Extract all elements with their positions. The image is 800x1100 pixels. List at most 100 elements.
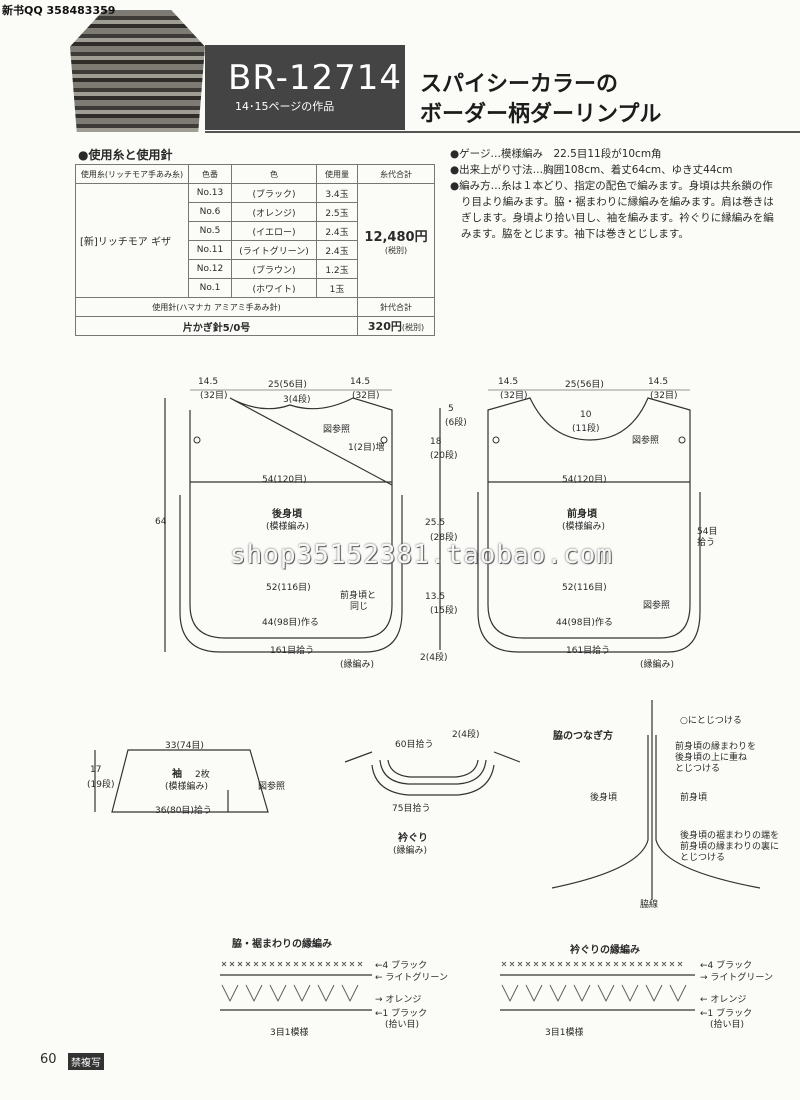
yarn-total: 12,480円 bbox=[364, 229, 428, 245]
front-w3-st: (32目) bbox=[650, 391, 678, 401]
needle-total-cell: 320円(税別) bbox=[357, 316, 435, 336]
method-line-3: ぎします。身頃より拾い目し、袖を編みます。衿ぐりに縁編みを編 bbox=[461, 212, 774, 224]
back-w1: 14.5 bbox=[198, 377, 219, 387]
front-w161: 161目拾う bbox=[566, 646, 611, 656]
materials-heading: ●使用糸と使用針 bbox=[78, 148, 173, 162]
join-note1: 前身頃の縁まわりを bbox=[675, 742, 757, 752]
collar-bottom: 75目拾う bbox=[392, 804, 431, 814]
front-w1: 14.5 bbox=[498, 377, 519, 387]
back-w2: 25(56目) bbox=[268, 380, 307, 390]
back-inc: 1(2目)増 bbox=[348, 443, 385, 453]
front-pick54: 54目 bbox=[697, 527, 718, 537]
front-neck-rows: (11段) bbox=[572, 424, 600, 434]
page-reference: 14･15ページの作品 bbox=[235, 100, 335, 113]
gauge-text: ●ゲージ…模様編み 22.5目11段が10cm角 bbox=[450, 148, 662, 160]
join-front: 前身頃 bbox=[680, 793, 708, 803]
edge2-l2: → ライトグリーン bbox=[700, 973, 773, 983]
back-neck: 3(4段) bbox=[283, 395, 311, 405]
front-w1-st: (32目) bbox=[500, 391, 528, 401]
mid-18s: (20段) bbox=[430, 451, 458, 461]
mid-18: 18 bbox=[430, 437, 442, 447]
needle-name: 片かぎ針5/0号 bbox=[75, 316, 358, 336]
back-w44: 44(98目)作る bbox=[262, 618, 319, 628]
back-ref: 図参照 bbox=[323, 425, 351, 435]
sleeve-ref: 図参照 bbox=[258, 782, 286, 792]
header-rule bbox=[205, 131, 800, 133]
edge1-l3: → オレンジ bbox=[375, 995, 422, 1005]
watermark: shop35152381.taobao.com bbox=[230, 540, 614, 570]
needle-total: 320円 bbox=[367, 320, 402, 333]
join-back: 後身頃 bbox=[590, 793, 618, 803]
join-lines bbox=[551, 735, 761, 889]
title-line-1: スパイシーカラーの bbox=[420, 72, 619, 97]
edge2-l1: ←4 ブラック bbox=[700, 961, 753, 971]
front-w44: 44(98目)作る bbox=[556, 618, 613, 628]
back-name: 後身頃 bbox=[272, 509, 302, 520]
back-w54: 54(120目) bbox=[262, 475, 307, 485]
front-name: 前身頃 bbox=[567, 509, 597, 520]
back-w1-st: (32目) bbox=[200, 391, 228, 401]
sleeve-count: 2枚 bbox=[195, 770, 210, 780]
join-note2: 後身頃の上に重ね bbox=[675, 753, 748, 763]
back-height: 64 bbox=[155, 517, 167, 527]
stitch-marks bbox=[221, 961, 687, 1003]
back-w161: 161目拾う bbox=[270, 646, 315, 656]
title-line-2: ボーダー柄ダーリンプル bbox=[420, 102, 662, 127]
edge1-l4s: (拾い目) bbox=[385, 1020, 420, 1030]
join-title: 脇のつなぎ方 bbox=[553, 731, 613, 742]
back-w3: 14.5 bbox=[350, 377, 371, 387]
back-pattern: (模様編み) bbox=[266, 522, 310, 532]
mid-5: 5 bbox=[448, 404, 454, 414]
collar-top: 60目拾う bbox=[395, 740, 434, 750]
collar-rows: 2(4段) bbox=[452, 730, 480, 740]
front-ref2: 図参照 bbox=[643, 601, 671, 611]
edge1-l2: ← ライトグリーン bbox=[375, 973, 448, 983]
collar-edge: (縁編み) bbox=[393, 846, 428, 856]
edge1-l1: ←4 ブラック bbox=[375, 961, 428, 971]
edge2-repeat: 3目1模様 bbox=[545, 1028, 584, 1038]
model-number: BR-12714 bbox=[228, 58, 402, 98]
join-mark: ○にとじつける bbox=[680, 716, 742, 726]
mid-255s: (28段) bbox=[430, 533, 458, 543]
edge1-repeat: 3目1模様 bbox=[270, 1028, 309, 1038]
front-hem bbox=[477, 492, 701, 653]
sleeve-bottom: 36(80目)拾う bbox=[155, 806, 212, 816]
front-pick54s: 拾う bbox=[697, 538, 716, 548]
page-number: 60 bbox=[40, 1052, 57, 1067]
back-body-outline bbox=[189, 397, 393, 639]
method-line-4: みます。脇をとじます。袖下は巻きとじします。 bbox=[461, 228, 689, 240]
front-w2: 25(56目) bbox=[565, 380, 604, 390]
mid-5s: (6段) bbox=[445, 418, 467, 428]
front-edge: (縁編み) bbox=[640, 660, 675, 670]
edge1-pattern bbox=[220, 974, 372, 1011]
needle-tax: (税別) bbox=[401, 323, 425, 332]
method-line-1: ●編み方…糸は１本どり、指定の配色で編みます。身頃は共糸鎖の作 bbox=[450, 180, 773, 192]
front-w54: 54(120目) bbox=[562, 475, 607, 485]
join-note3: とじつける bbox=[675, 764, 721, 774]
join-side: 脇線 bbox=[640, 900, 659, 910]
back-same1: 前身頃と bbox=[340, 591, 377, 601]
yarn-tax: (税別) bbox=[384, 245, 408, 255]
mid-2: 2(4段) bbox=[420, 653, 448, 663]
sleeve-outline bbox=[111, 749, 269, 813]
no-copy-badge: 禁複写 bbox=[68, 1053, 104, 1070]
front-pattern: (模様編み) bbox=[562, 522, 606, 532]
sleeve-pattern: (模様編み) bbox=[165, 782, 209, 792]
join-note4: 後身頃の裾まわりの端を bbox=[680, 831, 780, 841]
mid-255: 25.5 bbox=[425, 518, 446, 528]
sleeve-h17: 17 bbox=[90, 765, 102, 775]
sleeve-top: 33(74目) bbox=[165, 741, 204, 751]
size-text: ●出来上がり寸法…胸囲108cm、着丈64cm、ゆき丈44cm bbox=[450, 164, 733, 176]
edge2-title: 衿ぐりの縁編み bbox=[570, 945, 640, 956]
sleeve-h17s: (19段) bbox=[87, 780, 115, 790]
qq-label: 新书QQ 358483359 bbox=[2, 4, 116, 17]
front-w52: 52(116目) bbox=[562, 583, 607, 593]
method-line-2: り目より編みます。脇・裾まわりに縁編みを編みます。肩は巻きは bbox=[461, 196, 774, 208]
edge2-pattern bbox=[500, 974, 695, 1011]
edge1-title: 脇・裾まわりの縁編み bbox=[232, 939, 332, 950]
yarn-total-cell: 12,480円(税別) bbox=[357, 183, 435, 298]
garment-photo bbox=[70, 10, 205, 132]
front-w3: 14.5 bbox=[648, 377, 669, 387]
back-w3-st: (32目) bbox=[352, 391, 380, 401]
